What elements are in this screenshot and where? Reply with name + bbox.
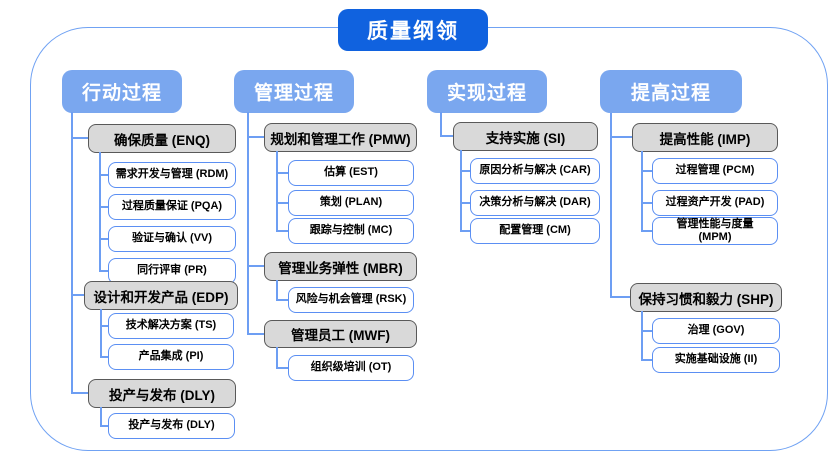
node-rdm: 需求开发与管理 (RDM)	[108, 162, 236, 188]
node-dar: 决策分析与解决 (DAR)	[470, 190, 600, 216]
connector-line	[276, 347, 278, 368]
node-est: 估算 (EST)	[288, 160, 414, 186]
connector-line	[641, 330, 652, 332]
node-mwf: 管理员工 (MWF)	[264, 320, 417, 348]
connector-line	[276, 151, 278, 231]
diagram-title: 质量纲领	[338, 9, 488, 51]
node-si: 支持实施 (SI)	[453, 122, 598, 151]
node-ot: 组织级培训 (OT)	[288, 355, 414, 381]
branch-header-management-process: 管理过程	[234, 70, 354, 113]
branch-header-realization-process: 实现过程	[427, 70, 547, 113]
connector-line	[641, 359, 652, 361]
connector-line	[276, 172, 288, 174]
node-enq: 确保质量 (ENQ)	[88, 124, 236, 153]
connector-line	[247, 265, 264, 267]
connector-line	[247, 112, 249, 334]
connector-line	[641, 230, 652, 232]
node-vv: 验证与确认 (VV)	[108, 226, 236, 252]
connector-line	[276, 280, 278, 300]
connector-line	[71, 294, 84, 296]
connector-line	[99, 206, 108, 208]
node-car: 原因分析与解决 (CAR)	[470, 158, 600, 184]
connector-line	[71, 137, 88, 139]
connector-line	[247, 136, 264, 138]
connector-line	[276, 299, 288, 301]
node-ii: 实施基础设施 (II)	[652, 347, 780, 373]
connector-line	[100, 356, 108, 358]
connector-line	[460, 202, 470, 204]
node-imp: 提高性能 (IMP)	[632, 123, 778, 152]
connector-line	[641, 311, 643, 360]
connector-line	[100, 407, 102, 426]
connector-line	[99, 174, 108, 176]
connector-line	[610, 136, 632, 138]
branch-header-action-process: 行动过程	[62, 70, 182, 113]
node-shp: 保持习惯和毅力 (SHP)	[630, 283, 782, 312]
connector-line	[460, 170, 470, 172]
connector-line	[247, 333, 264, 335]
connector-line	[71, 112, 73, 393]
connector-line	[276, 230, 288, 232]
node-pr: 同行评审 (PR)	[108, 258, 236, 284]
node-pqa: 过程质量保证 (PQA)	[108, 194, 236, 220]
node-dly: 投产与发布 (DLY)	[88, 379, 236, 408]
connector-line	[641, 202, 652, 204]
node-mc: 跟踪与控制 (MC)	[288, 218, 414, 244]
node-pcm: 过程管理 (PCM)	[652, 158, 778, 184]
connector-line	[100, 325, 108, 327]
connector-line	[100, 309, 102, 357]
connector-line	[99, 238, 108, 240]
node-pi: 产品集成 (PI)	[108, 344, 234, 370]
connector-line	[71, 392, 88, 394]
connector-line	[641, 151, 643, 231]
connector-line	[440, 135, 453, 137]
node-gov: 治理 (GOV)	[652, 318, 780, 344]
connector-line	[100, 425, 108, 427]
branch-header-improvement-process: 提高过程	[600, 70, 742, 113]
connector-line	[641, 170, 652, 172]
node-ts: 技术解决方案 (TS)	[108, 313, 234, 339]
node-dly-sub: 投产与发布 (DLY)	[108, 413, 235, 439]
connector-line	[460, 230, 470, 232]
connector-line	[440, 112, 442, 136]
node-plan: 策划 (PLAN)	[288, 190, 414, 216]
connector-line	[460, 150, 462, 231]
node-rsk: 风险与机会管理 (RSK)	[288, 287, 414, 313]
node-pmw: 规划和管理工作 (PMW)	[264, 123, 417, 152]
connector-line	[276, 367, 288, 369]
node-cm: 配置管理 (CM)	[470, 218, 600, 244]
node-mpm: 管理性能与度量 (MPM)	[652, 217, 778, 245]
connector-line	[99, 270, 108, 272]
connector-line	[276, 202, 288, 204]
node-mbr: 管理业务弹性 (MBR)	[264, 252, 417, 281]
node-pad: 过程资产开发 (PAD)	[652, 190, 778, 216]
node-edp: 设计和开发产品 (EDP)	[84, 281, 238, 310]
connector-line	[610, 113, 612, 297]
connector-line	[99, 152, 101, 271]
connector-line	[610, 296, 630, 298]
